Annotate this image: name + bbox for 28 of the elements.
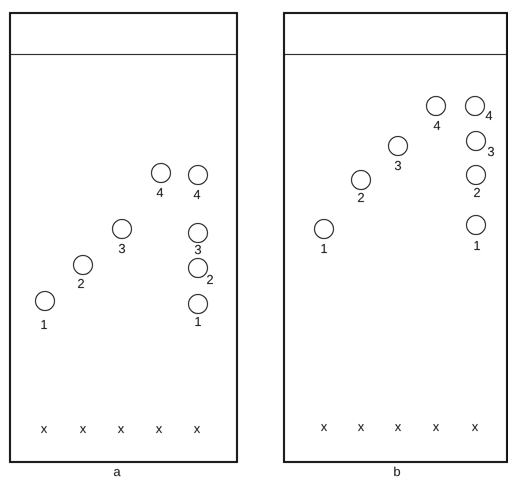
origin-mark: x xyxy=(470,421,480,433)
origin-mark: x xyxy=(320,421,328,433)
origin-mark: x xyxy=(116,423,126,435)
spot-number: 2 xyxy=(472,186,482,200)
spot-number: 1 xyxy=(319,242,329,256)
spot-number: 2 xyxy=(356,191,366,205)
origin-mark: x xyxy=(154,423,164,435)
spot-number: 3 xyxy=(193,243,203,257)
spot-number: 4 xyxy=(432,119,442,133)
spot-number: 3 xyxy=(393,159,403,173)
spot-number: 1 xyxy=(472,239,482,253)
origin-mark: x xyxy=(432,421,440,433)
origin-mark: x xyxy=(40,423,48,435)
spot-number: 4 xyxy=(155,186,165,200)
spot-number: 1 xyxy=(193,315,203,329)
spot-number: 4 xyxy=(484,109,494,123)
origin-mark: x xyxy=(394,421,402,433)
spot-number: 4 xyxy=(192,188,202,202)
spot-number: 2 xyxy=(205,273,215,287)
spot-number: 3 xyxy=(117,242,127,256)
origin-mark: x xyxy=(78,423,88,435)
plate-caption: b xyxy=(392,465,402,479)
spot-number: 2 xyxy=(76,277,86,291)
origin-mark: x xyxy=(192,423,202,435)
spot-number: 1 xyxy=(39,318,49,332)
spot-number: 3 xyxy=(486,145,496,159)
plate-caption: a xyxy=(112,465,122,479)
origin-mark: x xyxy=(356,421,366,433)
